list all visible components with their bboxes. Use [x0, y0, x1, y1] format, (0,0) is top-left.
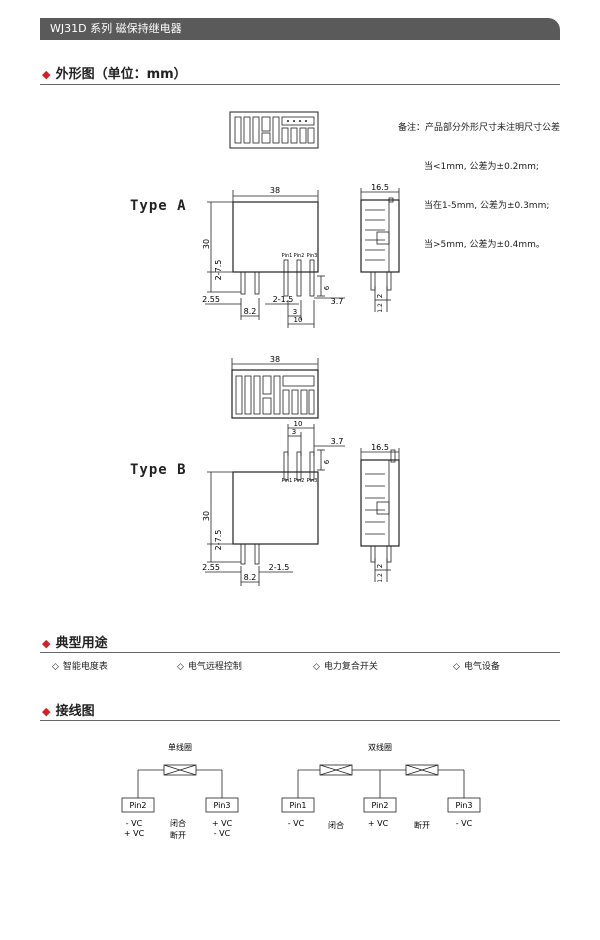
double-coil-close-label: 闭合	[328, 820, 344, 830]
dim-2-label: 2	[376, 294, 384, 298]
type-b-dim-3-7-label: 3.7	[331, 437, 344, 446]
section-divider	[40, 720, 560, 721]
single-coil-left-line2: + VC	[124, 829, 145, 838]
section-applications-heading: ◆ 典型用途	[42, 632, 108, 651]
double-coil-diagram: 双线圈 Pin1 Pin2 Pin3 - VC 闭合 + VC 断开 - VC	[281, 742, 481, 830]
single-coil-mid-line1: 闭合	[170, 818, 186, 828]
dim-3-label: 3	[293, 308, 297, 316]
application-item: ◇智能电度表	[52, 662, 108, 672]
application-item: ◇电气设备	[453, 662, 500, 672]
double-coil-pin2: Pin2	[371, 801, 388, 810]
type-b-pin2-label: Pin2	[294, 478, 305, 484]
dim-width-label: 38	[270, 186, 280, 195]
application-item: ◇电力复合开关	[313, 662, 378, 672]
single-coil-pin-left: Pin2	[129, 801, 146, 810]
diamond-bullet-icon: ◆	[42, 637, 51, 650]
header-bar: WJ31D 系列 磁保持继电器	[40, 18, 560, 40]
type-b-dim-10-label: 10	[294, 420, 303, 428]
double-coil-pin3-line: - VC	[456, 819, 473, 828]
type-a-label: Type A	[130, 198, 187, 214]
section-wiring-heading: ◆ 接线图	[42, 700, 95, 719]
diamond-outline-icon: ◇	[313, 662, 320, 672]
single-coil-diagram: 单线圈 Pin2 Pin3 - VC + VC 闭合 断开 + VC - VC	[121, 742, 239, 840]
double-coil-pin3: Pin3	[455, 801, 472, 810]
note-line2: 当<1mm, 公差为±0.2mm;	[424, 162, 539, 172]
single-coil-pin-right: Pin3	[213, 801, 230, 810]
dim-8-2-label: 8.2	[244, 307, 257, 316]
section-dimensions-heading: ◆ 外形图（单位：mm）	[42, 63, 187, 82]
tolerance-note: 备注：产品部分外形尺寸未注明尺寸公差 当<1mm, 公差为±0.2mm; 当在1…	[398, 96, 560, 265]
type-b-dim-8-2-label: 8.2	[244, 573, 257, 582]
type-b-dim-6-label: 6	[323, 459, 331, 464]
type-b-dim-2-1-5-label: 2-1.5	[269, 563, 290, 572]
dim-pin-depth-label: 2-7.5	[214, 260, 223, 281]
section-applications-title: 典型用途	[55, 636, 108, 651]
diamond-outline-icon: ◇	[453, 662, 460, 672]
type-b-dim-height-label: 30	[202, 511, 211, 521]
header-title: WJ31D 系列 磁保持继电器	[50, 22, 182, 35]
type-b-dim-1-2-label: 1.2	[377, 573, 384, 583]
type-b-side-view: 16.5 2 1.2	[360, 443, 400, 583]
pin3-label: Pin3	[307, 253, 318, 259]
note-label: 备注：	[398, 123, 426, 133]
application-item: ◇电气远程控制	[177, 662, 242, 672]
section-wiring-title: 接线图	[55, 704, 95, 719]
double-coil-title: 双线圈	[368, 742, 392, 752]
section-dimensions-title: 外形图（单位：mm）	[55, 67, 187, 82]
dim-2-1-5-label: 2-1.5	[273, 295, 294, 304]
single-coil-title: 单线圈	[168, 742, 192, 752]
diamond-outline-icon: ◇	[52, 662, 59, 672]
type-a-side-view: 16.5 2 1.2	[360, 183, 400, 313]
type-a-front-view: 38 30 2-7.5 2.55 8.2 2-1.5 10 3 6 3.7 Pi…	[202, 186, 345, 328]
dim-6-label: 6	[323, 285, 331, 290]
single-coil-right-line1: + VC	[212, 819, 233, 828]
diamond-bullet-icon: ◆	[42, 68, 51, 81]
dim-10-label: 10	[294, 316, 303, 324]
type-b-dim-3-label: 3	[292, 428, 296, 436]
type-b-dim-2-label: 2	[376, 564, 384, 568]
type-b-dim-pin-depth-label: 2-7.5	[214, 530, 223, 551]
double-coil-open-label: 断开	[414, 820, 430, 830]
dim-3-7-label: 3.7	[331, 297, 344, 306]
type-b-dim-width-label: 38	[270, 355, 280, 364]
section-divider	[40, 652, 560, 653]
diamond-bullet-icon: ◆	[42, 705, 51, 718]
type-b-top-view: 38	[231, 355, 319, 419]
diamond-outline-icon: ◇	[177, 662, 184, 672]
double-coil-pin1-line: - VC	[288, 819, 305, 828]
type-b-dim-side-width-label: 16.5	[371, 443, 389, 452]
note-line4: 当>5mm, 公差为±0.4mm。	[424, 240, 545, 250]
dim-2-55-label: 2.55	[202, 295, 220, 304]
type-b-dim-2-55-label: 2.55	[202, 563, 220, 572]
section-divider	[40, 84, 560, 85]
single-coil-mid-line2: 断开	[170, 830, 186, 840]
note-line3: 当在1-5mm, 公差为±0.3mm;	[424, 201, 550, 211]
type-b-front-view: 10 3 3.7 6 Pin1 Pin2 Pin3 30 2-7.5 2.55 …	[202, 420, 345, 586]
double-coil-pin1: Pin1	[289, 801, 306, 810]
note-line1: 产品部分外形尺寸未注明尺寸公差	[425, 123, 561, 133]
pin2-label: Pin2	[294, 253, 305, 259]
type-b-pin1-label: Pin1	[282, 478, 293, 484]
dim-1-2-label: 1.2	[377, 303, 384, 313]
dim-height-label: 30	[202, 239, 211, 249]
dim-side-width-label: 16.5	[371, 183, 389, 192]
type-b-pin3-label: Pin3	[307, 478, 318, 484]
type-b-label: Type B	[130, 462, 187, 478]
double-coil-pin2-line: + VC	[368, 819, 389, 828]
pin1-label: Pin1	[282, 253, 293, 259]
single-coil-left-line1: - VC	[126, 819, 143, 828]
top-view-drawing	[229, 111, 319, 149]
single-coil-right-line2: - VC	[214, 829, 231, 838]
